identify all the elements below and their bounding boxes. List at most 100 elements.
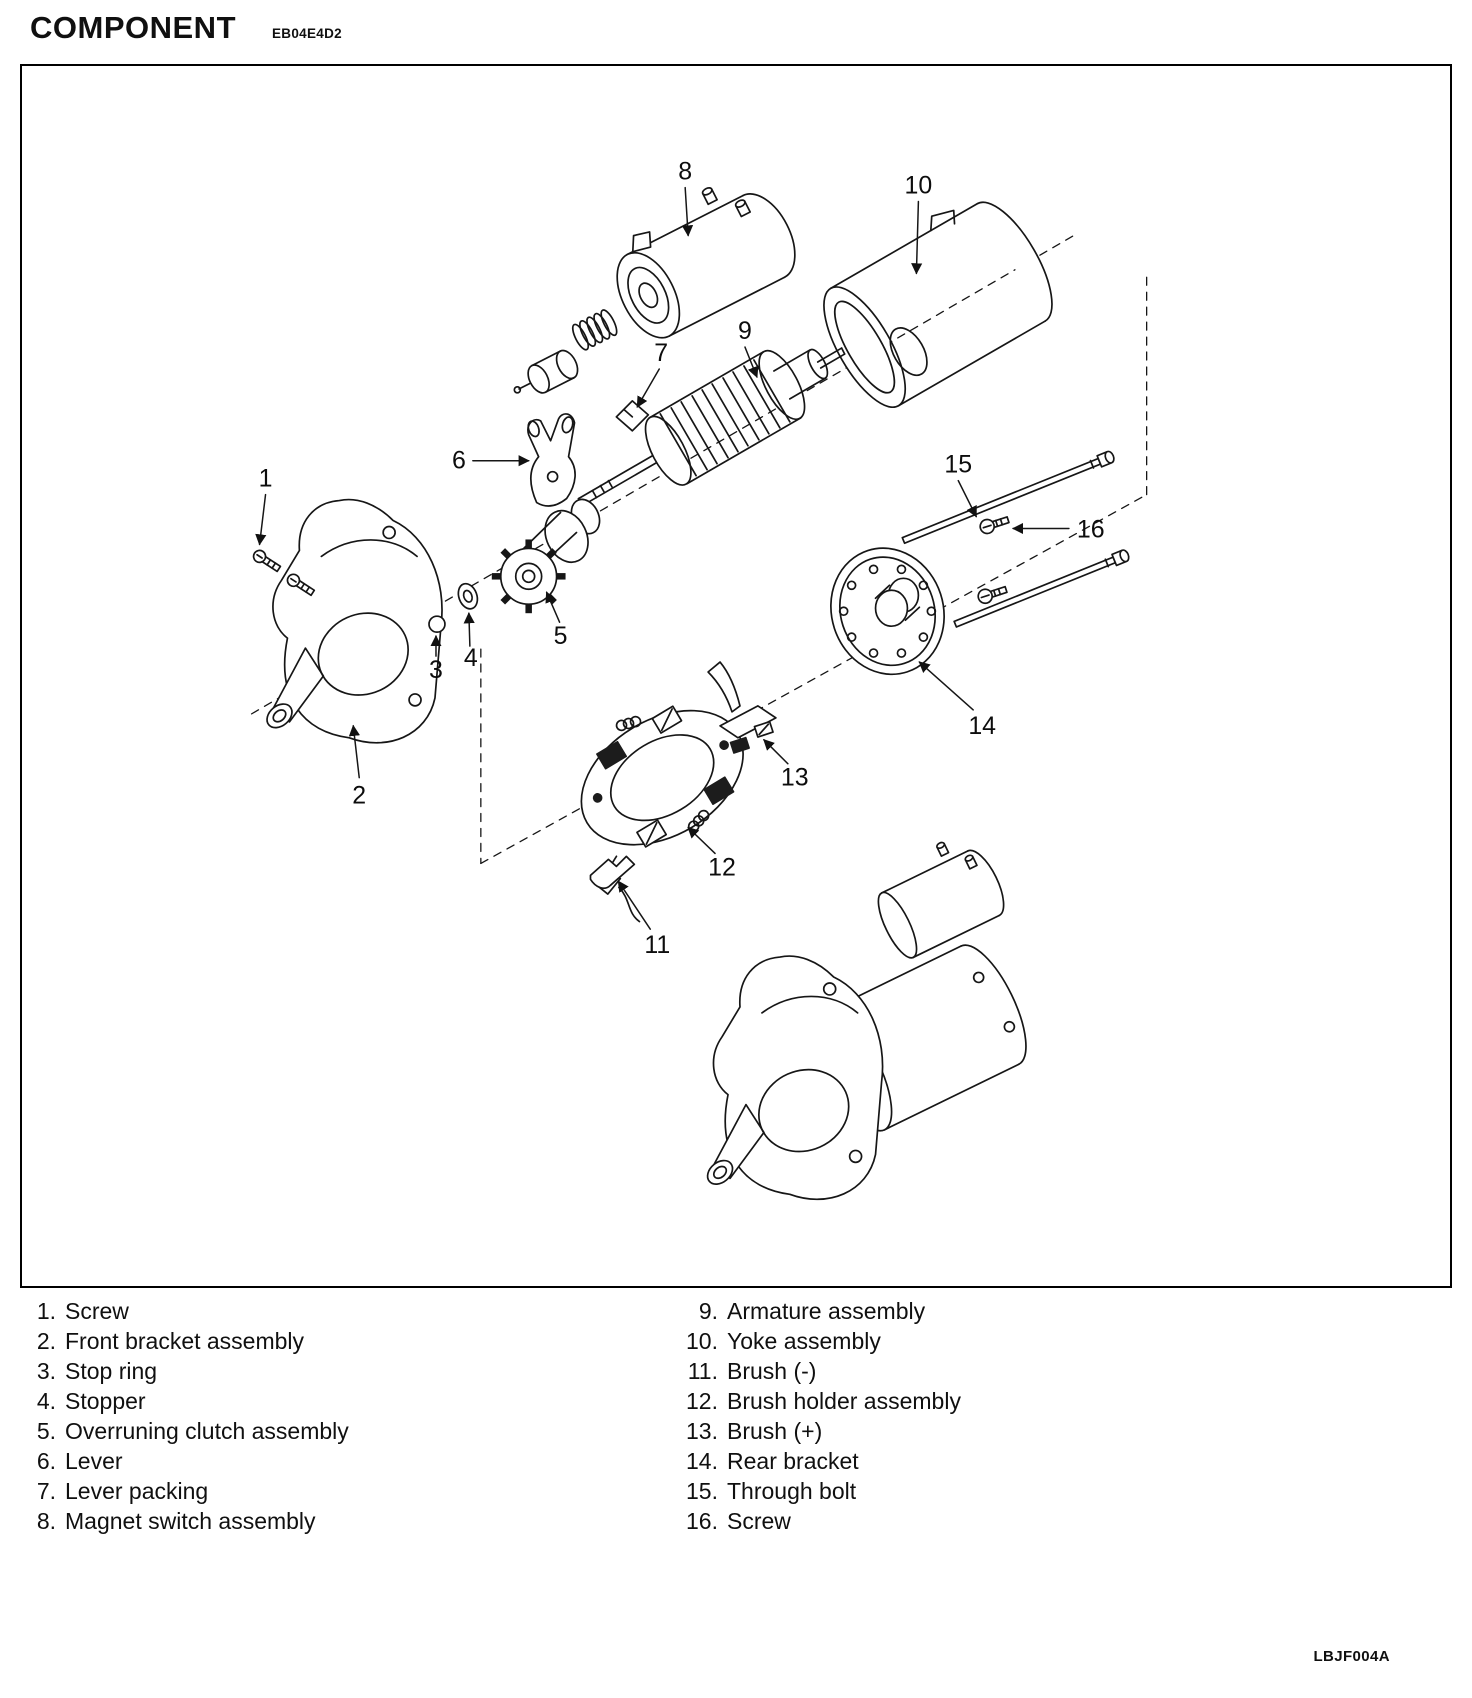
stopper-drawing — [457, 582, 479, 610]
part-label: Brush (-) — [727, 1358, 817, 1384]
callout-9: 9 — [738, 317, 752, 345]
part-number: 11. — [687, 1358, 718, 1384]
part-number: 15. — [686, 1478, 718, 1504]
part-number: 12. — [686, 1388, 718, 1414]
leader-line-9 — [744, 346, 759, 379]
parts-list-item: 11. Brush (-) — [676, 1356, 961, 1386]
armature-drawing — [577, 347, 846, 507]
parts-list-item: 7. Lever packing — [26, 1476, 349, 1506]
front-bracket-drawing — [266, 498, 443, 744]
leader-line-10 — [911, 200, 923, 275]
part-number: 16. — [686, 1508, 718, 1534]
callout-16: 16 — [1077, 515, 1105, 543]
leader-line-4 — [463, 612, 475, 647]
stop-ring-drawing — [428, 615, 446, 633]
switch-terminal-icon — [734, 199, 752, 218]
part-number: 14. — [686, 1448, 718, 1474]
part-label: Lever packing — [65, 1478, 209, 1504]
parts-list-item: 15.Through bolt — [676, 1476, 961, 1506]
part-number: 6. — [36, 1448, 56, 1474]
leader-line-13 — [763, 738, 789, 765]
part-label: Magnet switch assembly — [65, 1508, 316, 1534]
callout-8: 8 — [678, 158, 692, 186]
callout-2: 2 — [352, 782, 366, 810]
parts-list-item: 2. Front bracket assembly — [26, 1326, 349, 1356]
part-number: 8. — [36, 1508, 56, 1534]
parts-list-item: 14. Rear bracket — [676, 1446, 961, 1476]
parts-list-item: 12. Brush holder assembly — [676, 1386, 961, 1416]
parts-list-item: 10. Yoke assembly — [676, 1326, 961, 1356]
part-number: 3. — [36, 1358, 56, 1384]
part-label: Brush (+) — [727, 1418, 823, 1444]
parts-list-item: 4. Stopper — [26, 1386, 349, 1416]
parts-list-item: 5. Overruning clutch assembly — [26, 1416, 349, 1446]
callout-12: 12 — [708, 853, 736, 881]
callout-1: 1 — [259, 465, 273, 493]
leader-line-2 — [348, 724, 360, 779]
part-number: 7. — [36, 1478, 56, 1504]
assembled-switch — [877, 841, 1005, 959]
part-number: 13. — [686, 1418, 718, 1444]
through-bolt-drawing — [901, 450, 1130, 628]
part-number: 1. — [36, 1298, 56, 1324]
leader-lines — [255, 186, 1070, 930]
part-label: Front bracket assembly — [65, 1328, 305, 1354]
part-number: 5. — [36, 1418, 56, 1444]
page-header: COMPONENT EB04E4D2 — [30, 10, 342, 46]
lever-packing-drawing — [615, 400, 650, 432]
part-label: Armature assembly — [727, 1298, 926, 1324]
lever-drawing — [527, 413, 576, 507]
leader-line-7 — [636, 368, 660, 408]
page-title: COMPONENT — [30, 10, 236, 45]
parts-list-left-column: 1.Screw 2. Front bracket assembly 3.Stop … — [26, 1296, 349, 1536]
figure-frame: 1 2 3 4 5 6 7 8 9 10 11 12 13 14 15 16 — [20, 64, 1452, 1288]
parts-list-item: 1.Screw — [26, 1296, 349, 1326]
callout-3: 3 — [429, 656, 443, 684]
leader-line-8 — [681, 186, 694, 237]
parts-list-item: 16. Screw — [676, 1506, 961, 1536]
part-label: Yoke assembly — [727, 1328, 881, 1354]
plunger-spring-drawing — [571, 309, 618, 351]
leader-line-14 — [918, 661, 974, 711]
brush-minus-drawing — [589, 855, 636, 889]
leader-line-1 — [255, 493, 267, 546]
leader-line-5 — [545, 591, 561, 623]
callout-numbers: 1 2 3 4 5 6 7 8 9 10 11 12 13 14 15 16 — [259, 158, 1105, 959]
callout-13: 13 — [781, 764, 809, 792]
part-label: Screw — [727, 1508, 791, 1534]
part-label: Overruning clutch assembly — [65, 1418, 349, 1444]
part-label: Brush holder assembly — [727, 1388, 961, 1414]
screw-1-drawing — [252, 549, 316, 597]
callout-15: 15 — [944, 451, 972, 479]
parts-list-item: 9. Armature assembly — [676, 1296, 961, 1326]
parts-list-item: 8. Magnet switch assembly — [26, 1506, 349, 1536]
part-label: Rear bracket — [727, 1448, 859, 1474]
brush-plus-drawing — [707, 661, 777, 754]
part-number: 2. — [36, 1328, 56, 1354]
figure-reference-code: LBJF004A — [1313, 1648, 1390, 1665]
part-number: 9. — [698, 1298, 718, 1324]
switch-terminal-icon — [701, 187, 718, 206]
exploded-view-svg: 1 2 3 4 5 6 7 8 9 10 11 12 13 14 15 16 — [250, 158, 1148, 1201]
part-number: 4. — [36, 1388, 56, 1414]
leader-line-12 — [687, 826, 716, 855]
leader-line-15 — [957, 479, 977, 518]
part-number: 10. — [686, 1328, 718, 1354]
callout-10: 10 — [905, 172, 933, 200]
part-label: Lever — [65, 1448, 123, 1474]
callout-4: 4 — [464, 644, 478, 672]
leader-line-11 — [617, 880, 652, 930]
parts-list-right-column: 9. Armature assembly 10. Yoke assembly 11.… — [676, 1296, 961, 1536]
magnet-switch-drawing — [616, 187, 796, 339]
parts-list-item: 3.Stop ring — [26, 1356, 349, 1386]
parts-list-item: 6. Lever — [26, 1446, 349, 1476]
section-code: EB04E4D2 — [272, 26, 342, 41]
rear-bracket-drawing — [830, 547, 945, 676]
part-label: Stopper — [65, 1388, 146, 1414]
callout-7: 7 — [654, 339, 668, 367]
callout-6: 6 — [452, 447, 466, 475]
parts-list-item: 13. Brush (+) — [676, 1416, 961, 1446]
clutch-drawing — [491, 498, 601, 614]
yoke-drawing — [823, 201, 1053, 409]
